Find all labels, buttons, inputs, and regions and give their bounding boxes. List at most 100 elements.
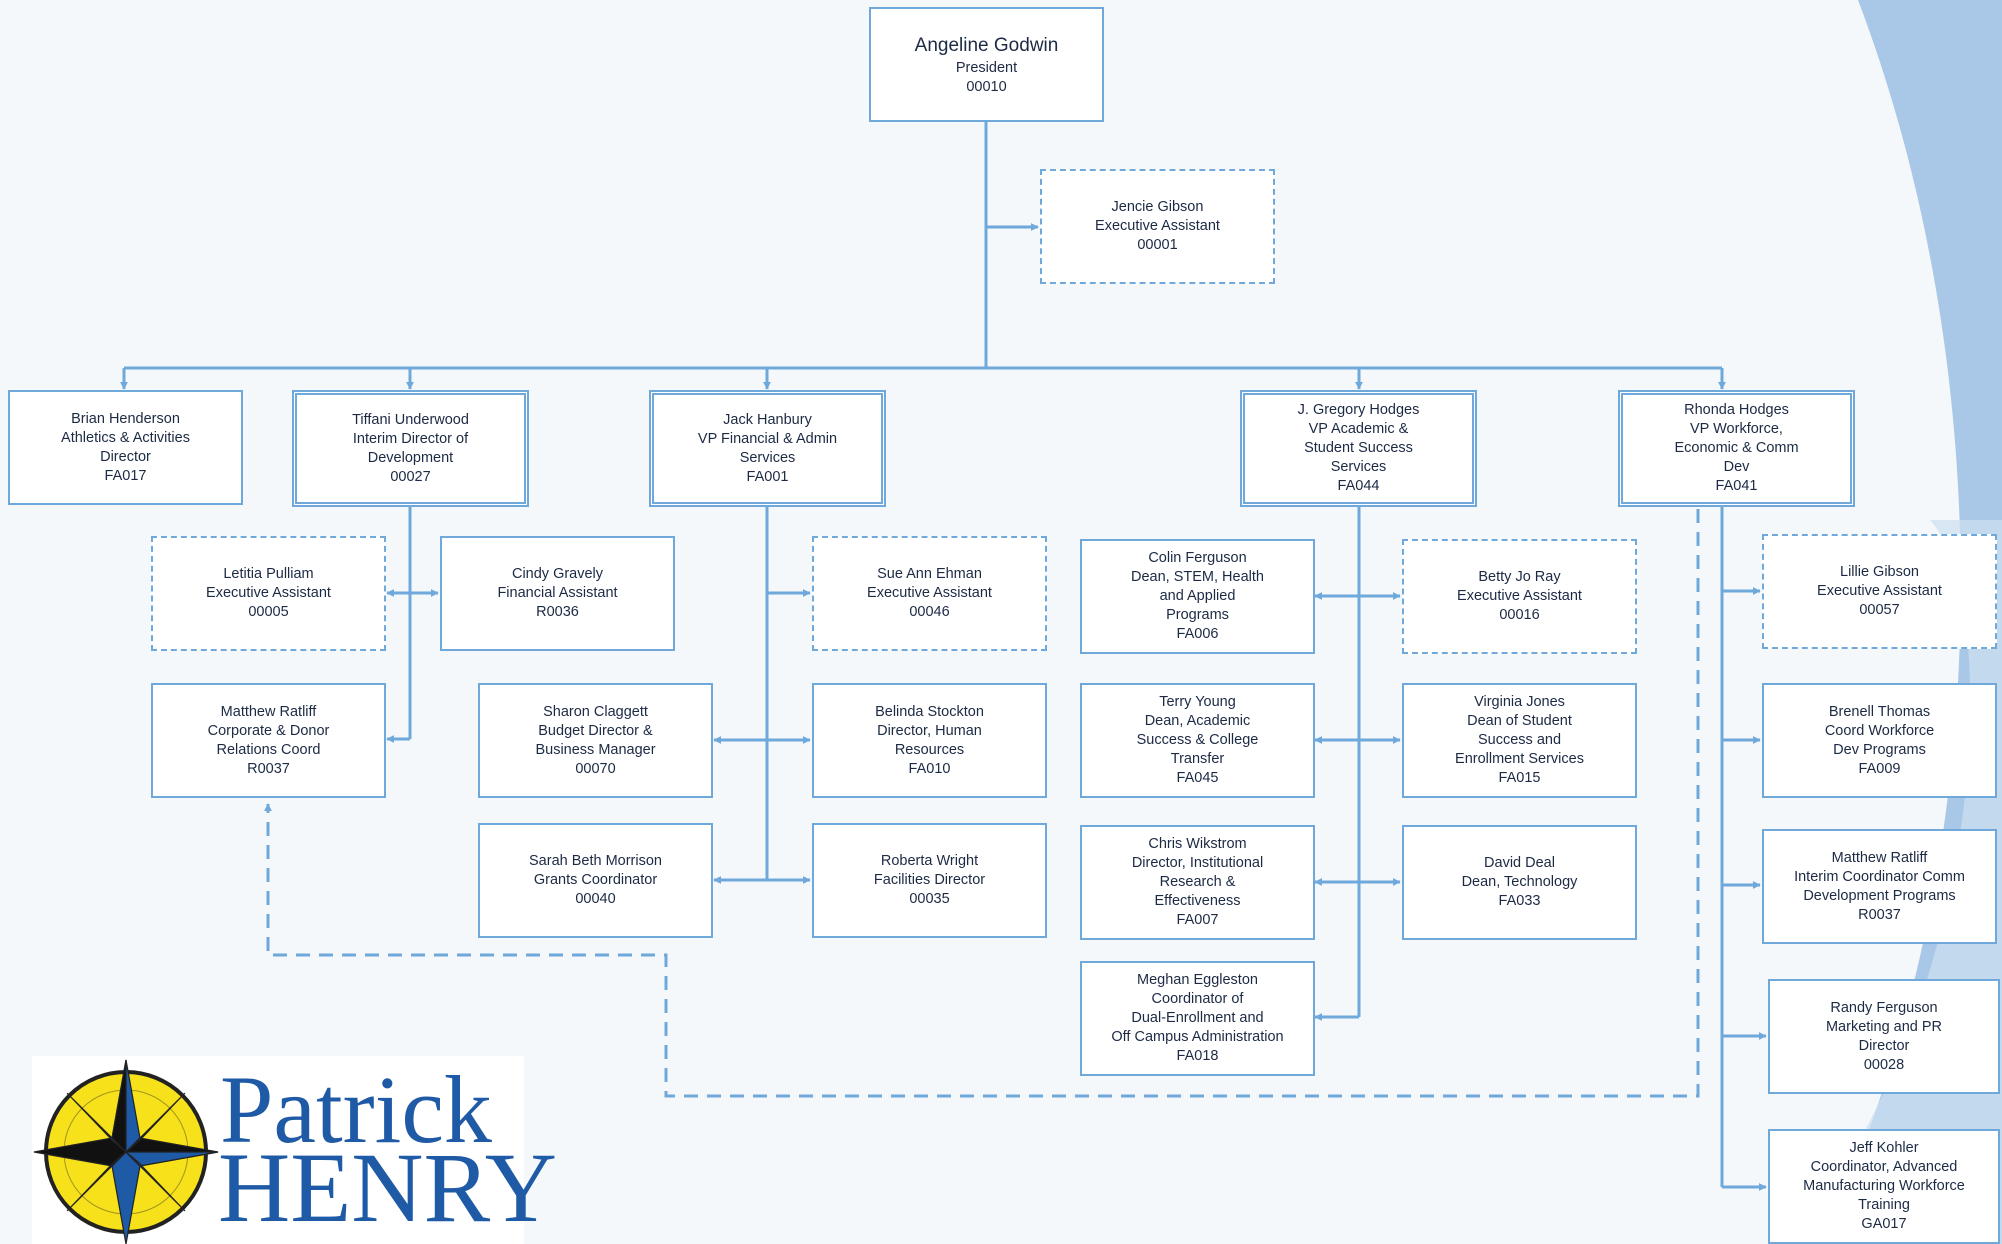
node-letitia-pulliam: Letitia Pulliam Executive Assistant 0000… (151, 536, 386, 651)
node-title: Financial Assistant (497, 585, 618, 601)
node-name: Roberta Wright (880, 853, 979, 869)
node-title: Coord Workforce Dev Programs (1824, 722, 1935, 758)
node-name: Colin Ferguson (1148, 550, 1247, 566)
node-title: Coordinator, Advanced Manufacturing Work… (1803, 1159, 1965, 1213)
node-jeff-kohler: Jeff Kohler Coordinator, Advanced Manufa… (1768, 1129, 2000, 1244)
node-code: 00016 (1499, 607, 1540, 623)
node-title: Coordinator of Dual-Enrollment and Off C… (1111, 991, 1284, 1045)
node-brenell-thomas: Brenell Thomas Coord Workforce Dev Progr… (1762, 683, 1997, 798)
node-name: Belinda Stockton (875, 703, 984, 720)
node-name: Sarah Beth Morrison (529, 853, 662, 869)
node-name: Jack Hanbury (723, 411, 812, 428)
node-name: David Deal (1484, 855, 1555, 871)
node-code: FA007 (1176, 912, 1219, 928)
node-title: Dean, Technology (1461, 874, 1578, 890)
node-title: Budget Director & Business Manager (535, 722, 656, 758)
node-name: J. Gregory Hodges (1297, 402, 1420, 418)
node-name: Sue Ann Ehman (877, 566, 982, 582)
node-title: Executive Assistant (206, 585, 331, 601)
node-title: VP Financial & Admin Services (697, 430, 838, 466)
node-code: FA041 (1715, 478, 1758, 494)
node-belinda-stockton: Belinda Stockton Director, Human Resourc… (812, 683, 1047, 798)
node-name: Chris Wikstrom (1148, 836, 1247, 852)
node-jack-hanbury: Jack Hanbury VP Financial & Admin Servic… (649, 390, 886, 507)
node-code: FA018 (1176, 1048, 1219, 1064)
node-matthew-ratliff-corporate: Matthew Ratliff Corporate & Donor Relati… (151, 683, 386, 798)
node-title: President (955, 59, 1018, 76)
node-code: 00005 (248, 604, 289, 620)
node-code: R0037 (1858, 906, 1901, 923)
node-title: Dean, STEM, Health and Applied Programs (1131, 569, 1264, 623)
node-name: Brian Henderson (71, 410, 180, 427)
node-angeline-godwin: Angeline Godwin President 00010 (869, 7, 1104, 122)
node-sarah-beth-morrison: Sarah Beth Morrison Grants Coordinator 0… (478, 823, 713, 938)
node-name: Lillie Gibson (1840, 564, 1919, 580)
node-name: Matthew Ratliff (220, 703, 317, 720)
compass-star-icon (33, 1059, 219, 1244)
node-name: Tiffani Underwood (352, 411, 469, 428)
node-code: 00027 (390, 468, 431, 485)
node-name: Randy Ferguson (1830, 999, 1938, 1016)
node-code: 00001 (1137, 237, 1178, 253)
patrick-henry-logo (32, 1056, 524, 1244)
node-code: 00035 (909, 891, 950, 907)
node-title: Athletics & Activities Director (61, 429, 190, 465)
node-code: 00070 (575, 760, 616, 777)
node-title: Dean of Student Success and Enrollment S… (1455, 713, 1584, 767)
node-terry-young: Terry Young Dean, Academic Success & Col… (1080, 683, 1315, 798)
node-randy-ferguson: Randy Ferguson Marketing and PR Director… (1768, 979, 2000, 1094)
node-name: Sharon Claggett (543, 703, 648, 720)
node-code: 00010 (966, 78, 1007, 95)
node-rhonda-hodges: Rhonda Hodges VP Workforce, Economic & C… (1618, 390, 1855, 507)
node-name: Terry Young (1159, 694, 1236, 710)
node-code: 00028 (1863, 1056, 1905, 1073)
logo-line-2: HENRY (218, 1132, 557, 1243)
node-david-deal: David Deal Dean, Technology FA033 (1402, 825, 1637, 940)
node-colin-ferguson: Colin Ferguson Dean, STEM, Health and Ap… (1080, 539, 1315, 654)
node-title: Executive Assistant (1817, 583, 1942, 599)
node-tiffani-underwood: Tiffani Underwood Interim Director of De… (292, 390, 529, 507)
node-code: R0037 (247, 760, 290, 777)
node-code: FA033 (1498, 893, 1541, 909)
node-jencie-gibson: Jencie Gibson Executive Assistant 00001 (1040, 169, 1275, 284)
node-name: Virginia Jones (1474, 694, 1565, 710)
node-title: Corporate & Donor Relations Coord (207, 722, 330, 758)
node-title: Executive Assistant (1457, 588, 1582, 604)
node-virginia-jones: Virginia Jones Dean of Student Success a… (1402, 683, 1637, 798)
node-name: Matthew Ratliff (1831, 849, 1928, 866)
node-matthew-ratliff-interim: Matthew Ratliff Interim Coordinator Comm… (1762, 829, 1997, 944)
node-code: 00057 (1859, 602, 1900, 618)
node-name: Betty Jo Ray (1478, 569, 1561, 585)
node-name: Cindy Gravely (511, 566, 604, 582)
node-title: Dean, Academic Success & College Transfe… (1136, 713, 1259, 767)
node-code: FA006 (1176, 626, 1219, 642)
node-gregory-hodges: J. Gregory Hodges VP Academic & Student … (1240, 390, 1477, 507)
node-brian-henderson: Brian Henderson Athletics & Activities D… (8, 390, 243, 505)
node-code: FA045 (1176, 770, 1219, 786)
node-betty-jo-ray: Betty Jo Ray Executive Assistant 00016 (1402, 539, 1637, 654)
node-code: 00040 (575, 891, 616, 907)
node-title: VP Workforce, Economic & Comm Dev (1674, 421, 1799, 475)
dotted-line-relationship (264, 509, 1700, 1098)
node-name: Letitia Pulliam (223, 566, 314, 582)
node-title: Marketing and PR Director (1825, 1018, 1943, 1054)
node-code: FA010 (908, 760, 951, 777)
node-name: Meghan Eggleston (1137, 972, 1258, 988)
node-name: Brenell Thomas (1828, 703, 1931, 720)
node-meghan-eggleston: Meghan Eggleston Coordinator of Dual-Enr… (1080, 961, 1315, 1076)
node-name: Jencie Gibson (1111, 199, 1204, 215)
node-title: Interim Coordinator Comm Development Pro… (1794, 868, 1965, 904)
node-cindy-gravely: Cindy Gravely Financial Assistant R0036 (440, 536, 675, 651)
node-chris-wikstrom: Chris Wikstrom Director, Institutional R… (1080, 825, 1315, 940)
node-name: Angeline Godwin (914, 34, 1059, 56)
logo-line-1: Patrick (220, 1056, 492, 1163)
node-code: FA001 (746, 468, 789, 485)
node-title: Interim Director of Development (352, 430, 469, 466)
node-sharon-claggett: Sharon Claggett Budget Director & Busine… (478, 683, 713, 798)
node-code: GA017 (1861, 1216, 1907, 1232)
node-code: 00046 (909, 604, 950, 620)
node-code: FA015 (1498, 770, 1541, 786)
node-title: VP Academic & Student Success Services (1304, 421, 1413, 475)
